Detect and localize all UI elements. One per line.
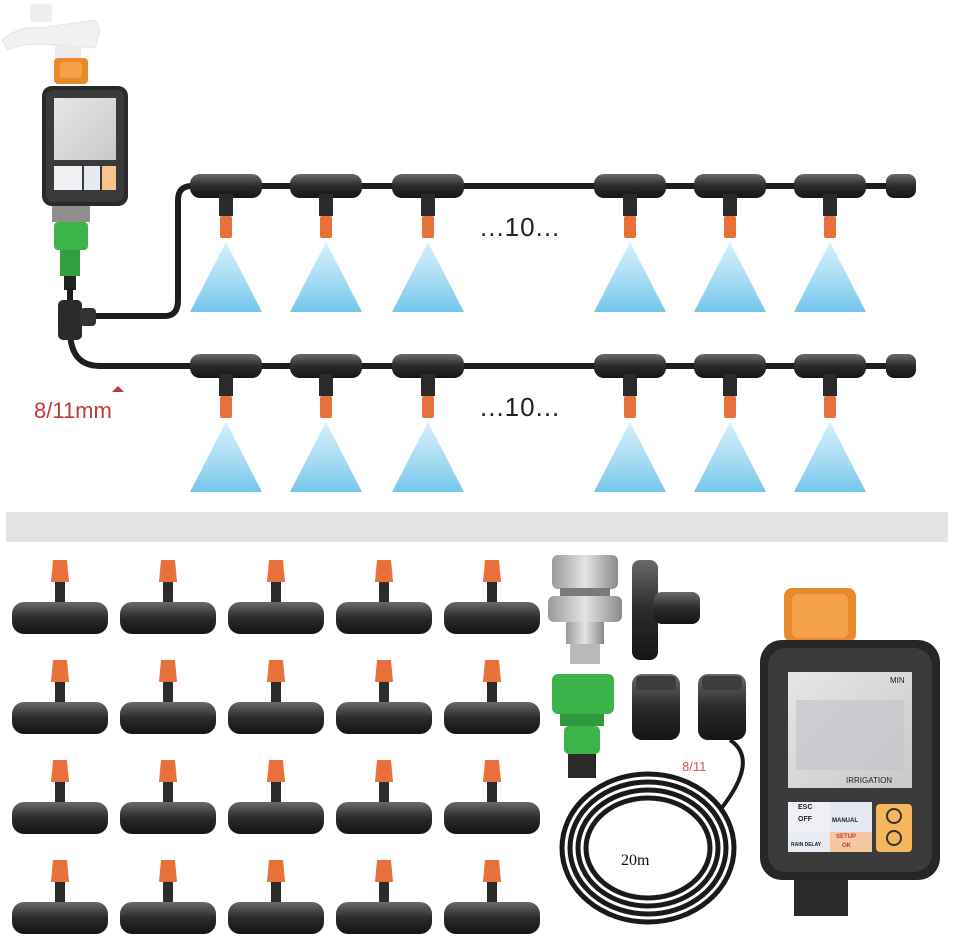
tee-nozzle-part [444,760,540,834]
water-timer-small [42,58,128,222]
tee-body [336,802,432,834]
nozzle-icon [159,560,177,582]
tee-body [228,602,324,634]
tee-nozzle-part [120,560,216,634]
nozzle-icon [159,760,177,782]
timer-esc-label: ESC [798,804,813,811]
tee-body [12,902,108,934]
tee-body [12,802,108,834]
tee-nozzle-part [228,660,324,734]
tee-nozzle-part [120,760,216,834]
tee-body [444,802,540,834]
sprinkler-row-1 [190,174,916,312]
tee-nozzle-part [228,860,324,934]
tee-body [228,702,324,734]
hose-size-badge: 8/11 [676,757,713,776]
tee-nozzle-part [120,860,216,934]
quick-connector [552,674,614,778]
tee-body [336,702,432,734]
nozzle-icon [375,660,393,682]
nozzle-icon [159,660,177,682]
nozzle-icon [375,860,393,882]
tee-nozzle-part [12,860,108,934]
junction-tee [58,300,96,340]
nozzle-icon [483,660,501,682]
tee-nozzle-part [444,860,540,934]
end-plugs [632,674,746,740]
sprinkler-row-2 [190,354,916,492]
nozzle-icon [483,560,501,582]
water-timer-large [760,588,940,916]
nozzle-icon [51,860,69,882]
tee-body [120,902,216,934]
tee-body [228,902,324,934]
timer-setup-label: SETUP [836,834,857,840]
tee-connector [632,560,700,660]
nozzle-icon [483,760,501,782]
tee-nozzle-part [444,660,540,734]
tee-body [444,602,540,634]
tee-nozzle-grid [12,560,540,934]
tee-body [444,902,540,934]
timer-mode-label: IRRIGATION [846,776,893,785]
hose-length-label: 20m [621,852,650,869]
nozzle-icon [267,560,285,582]
timer-manual-label: MANUAL [832,818,858,824]
tube-size-label: 8/11mm [34,398,112,423]
tee-body [120,702,216,734]
hose-coil [559,738,745,925]
tee-body [444,702,540,734]
tee-body [228,802,324,834]
marker-icon [112,386,124,392]
nozzle-icon [375,760,393,782]
tee-nozzle-part [336,560,432,634]
sprinkler-count-row-1: ...10... [480,212,561,242]
tee-nozzle-part [228,760,324,834]
section-divider [6,512,948,542]
tee-nozzle-part [336,760,432,834]
sprinkler-count-row-2: ...10... [480,392,561,422]
nozzle-icon [51,760,69,782]
tee-nozzle-part [228,560,324,634]
end-plug-2 [886,354,916,378]
timer-off-label: OFF [798,816,812,823]
tee-nozzle-part [444,560,540,634]
nozzle-icon [51,560,69,582]
tee-body [336,902,432,934]
nozzle-icon [267,760,285,782]
tee-nozzle-part [120,660,216,734]
end-plug-1 [886,174,916,198]
nozzle-icon [267,860,285,882]
tee-nozzle-part [336,660,432,734]
timer-rain-delay-label: RAIN DELAY [791,842,822,848]
tee-body [12,702,108,734]
nozzle-icon [375,560,393,582]
faucet-adapter [548,555,622,664]
tee-body [120,602,216,634]
nozzle-icon [51,660,69,682]
nozzle-icon [159,860,177,882]
quick-connector-small [54,222,88,290]
faucet-icon [1,4,101,60]
tee-nozzle-part [12,560,108,634]
timer-ok-label: OK [842,843,851,849]
tee-nozzle-part [336,860,432,934]
timer-min-label: MIN [890,676,905,685]
tee-body [12,602,108,634]
nozzle-icon [267,660,285,682]
tee-nozzle-part [12,760,108,834]
tee-body [336,602,432,634]
tee-body [120,802,216,834]
tee-nozzle-part [12,660,108,734]
nozzle-icon [483,860,501,882]
